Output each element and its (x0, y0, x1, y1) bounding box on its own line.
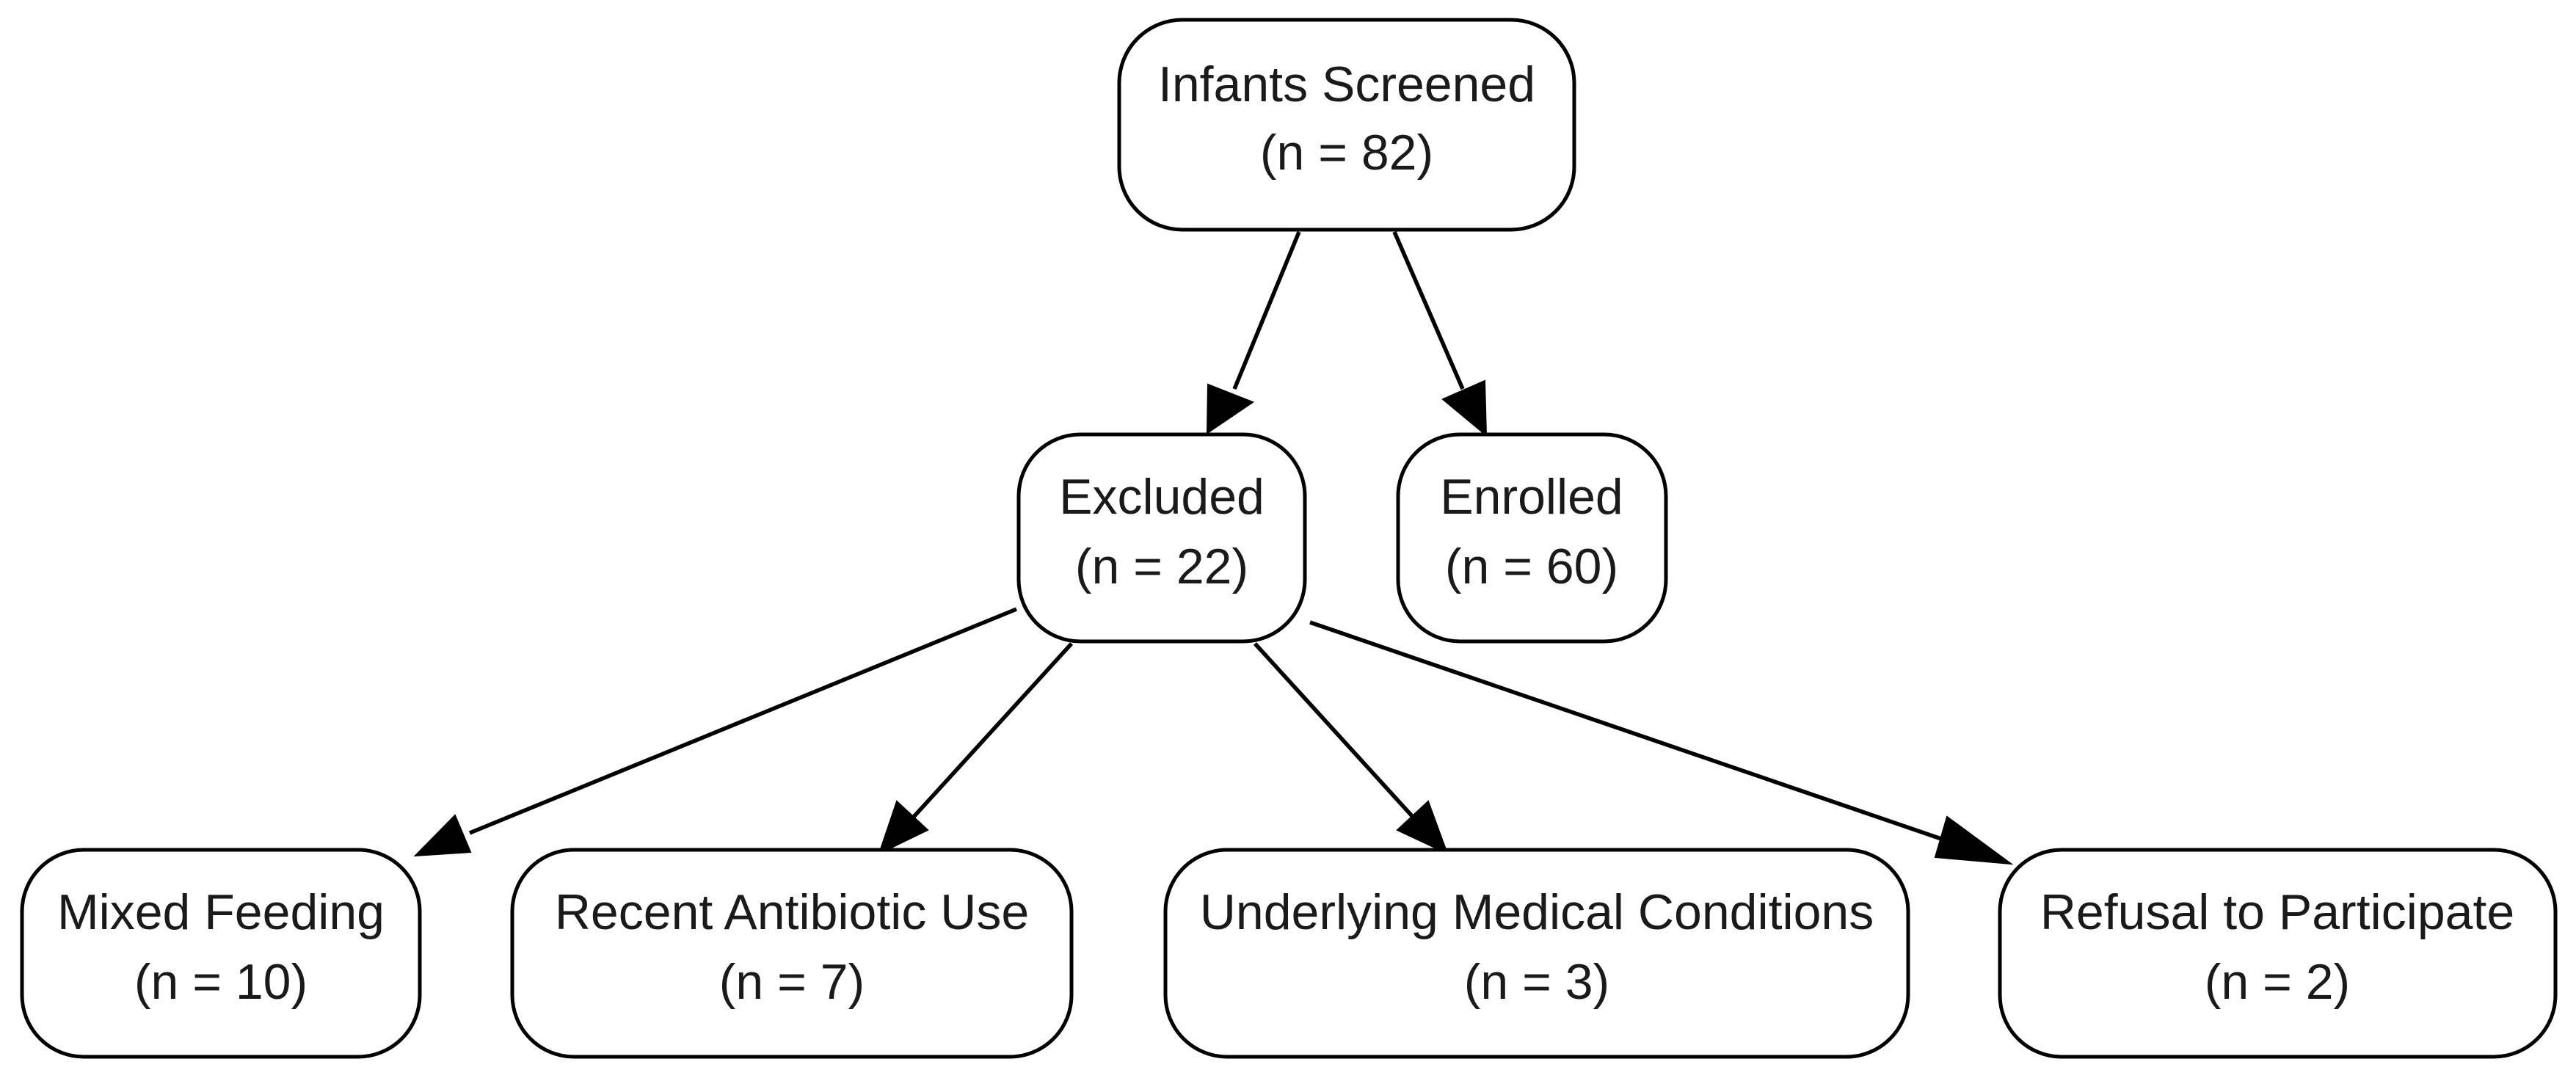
edge-excluded-to-refusal (1309, 620, 2014, 865)
node-title: Recent Antibiotic Use (555, 884, 1029, 940)
node-title: Enrolled (1440, 469, 1623, 525)
node-count: (n = 3) (1464, 954, 1609, 1010)
edge-excluded-to-antibiotic (878, 642, 1074, 855)
node-count: (n = 10) (134, 954, 308, 1010)
edge-screened-to-enrolled (1392, 230, 1488, 437)
node-excluded: Excluded (n = 22) (1016, 432, 1307, 644)
node-count: (n = 2) (2205, 954, 2350, 1010)
node-enrolled: Enrolled (n = 60) (1396, 432, 1668, 644)
node-title: Mixed Feeding (57, 884, 385, 940)
node-title: Infants Screened (1158, 57, 1535, 112)
node-title: Refusal to Participate (2040, 884, 2514, 940)
node-infants-screened: Infants Screened (n = 82) (1117, 18, 1576, 232)
edges (413, 230, 2014, 865)
node-count: (n = 82) (1260, 125, 1433, 181)
nodes: Infants Screened (n = 82) Excluded (n = … (20, 18, 2558, 1059)
node-recent-antibiotic-use: Recent Antibiotic Use (n = 7) (510, 848, 1074, 1059)
node-count: (n = 22) (1075, 539, 1248, 594)
node-count: (n = 60) (1445, 539, 1618, 594)
node-refusal-to-participate: Refusal to Participate (n = 2) (1998, 848, 2558, 1059)
edge-screened-to-excluded (1206, 230, 1301, 434)
node-count: (n = 7) (719, 954, 865, 1010)
edge-excluded-to-mixed-feeding (413, 607, 1018, 857)
node-underlying-medical-conditions: Underlying Medical Conditions (n = 3) (1163, 848, 1910, 1059)
node-mixed-feeding: Mixed Feeding (n = 10) (20, 848, 422, 1059)
edge-excluded-to-medical (1253, 642, 1449, 855)
node-title: Excluded (1059, 469, 1265, 525)
node-title: Underlying Medical Conditions (1200, 884, 1874, 940)
